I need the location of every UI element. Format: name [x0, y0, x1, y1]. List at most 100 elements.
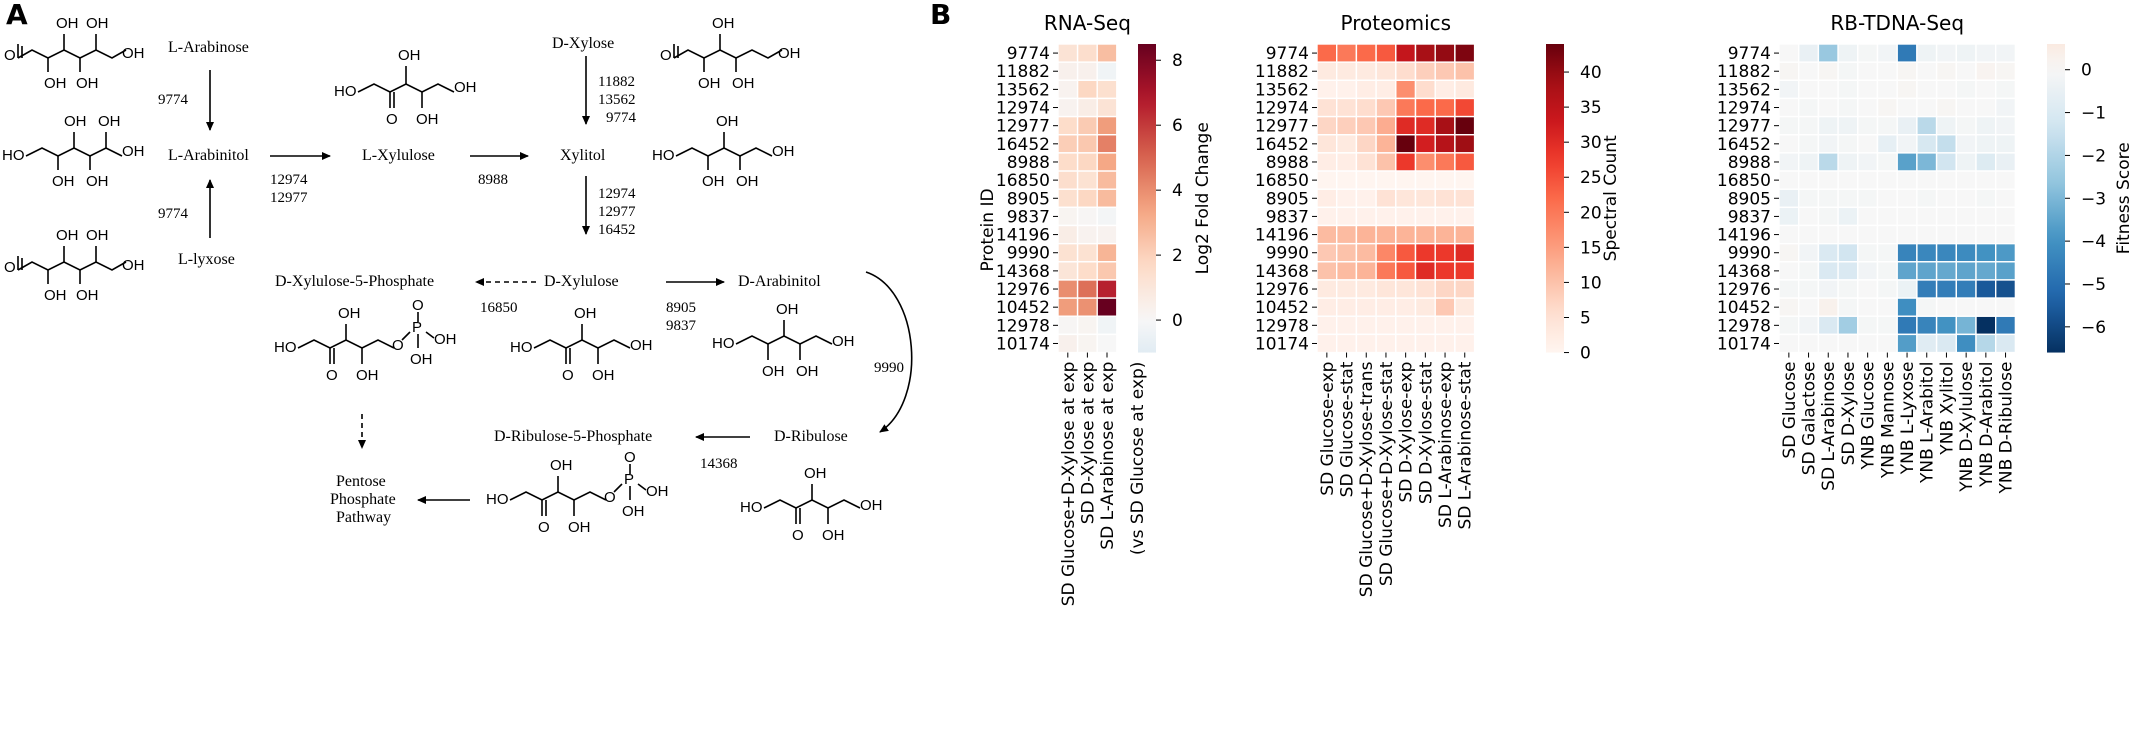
svg-text:OH: OH: [574, 305, 597, 322]
heatmap-cell-rbtdnaseq-9774-c4: [1857, 43, 1879, 63]
panel-b-label: B: [930, 0, 951, 31]
heatmap-cell-rbtdnaseq-8988-c1: [1797, 152, 1820, 172]
svg-text:OH: OH: [64, 113, 87, 130]
heatmap-cell-rbtdnaseq-8905-c1: [1797, 188, 1820, 209]
heatmap-cell-rbtdnaseq-12976-c4: [1857, 279, 1879, 299]
heatmap-cell-proteomics-10452-c4: [1395, 297, 1417, 317]
heatmap-cell-rbtdnaseq-16452-c8: [1935, 134, 1957, 154]
heatmap-cell-rbtdnaseq-12978-c0: [1778, 315, 1800, 336]
d-ribulose-5-phosphate-structure: HO O OH OH O P O OH OH: [486, 449, 669, 536]
heatmap-cell-rbtdnaseq-8905-c3: [1837, 188, 1859, 209]
colorbar-tick-label-rnaseq-2: 4: [1172, 181, 1183, 201]
heatmap-cell-proteomics-12974-c1: [1335, 97, 1358, 118]
heatmap-cell-rbtdnaseq-12976-c7: [1916, 279, 1938, 299]
l-arabinitol-structure: HO OH OH OH OH OH: [2, 113, 145, 190]
heatmap-cell-rbtdnaseq-10452-c6: [1896, 297, 1918, 317]
heatmap-cell-proteomics-14368-c5: [1414, 261, 1436, 281]
heatmap-cell-proteomics-10174-c5: [1414, 333, 1436, 354]
heatmap-cell-proteomics-9837-c3: [1375, 206, 1397, 227]
heatmap-cell-proteomics-12974-c4: [1395, 97, 1417, 118]
heatmap-cell-proteomics-8988-c5: [1414, 152, 1436, 172]
l-arabinose-structure: O OH OH OH OH OH: [4, 15, 145, 92]
heatmap-cell-rbtdnaseq-11882-c1: [1797, 61, 1820, 82]
svg-text:OH: OH: [698, 75, 721, 92]
col-label-proteomics-0: SD Glucose-exp: [1318, 362, 1338, 496]
heatmap-cell-proteomics-9774-c6: [1434, 43, 1456, 63]
svg-text:OH: OH: [56, 15, 79, 32]
heatmap-cell-rbtdnaseq-14368-c0: [1778, 261, 1800, 281]
heatmap-cell-rbtdnaseq-12974-c3: [1837, 97, 1859, 118]
colorbar-tick-label-rnaseq-4: 8: [1172, 51, 1183, 71]
svg-text:OH: OH: [796, 363, 819, 380]
heatmap-cell-rnaseq-12976-c0: [1057, 279, 1079, 299]
row-label-proteomics-10452: 10452: [1255, 298, 1309, 318]
svg-text:O: O: [624, 449, 636, 466]
heatmap-cell-proteomics-9990-c4: [1395, 242, 1417, 263]
heatmap-cell-rnaseq-10452-c2: [1096, 297, 1118, 317]
heatmap-title-rnaseq: RNA-Seq: [1044, 11, 1131, 35]
svg-text:OH: OH: [822, 527, 845, 544]
heatmap-cell-rbtdnaseq-9774-c1: [1797, 43, 1820, 63]
row-label-rnaseq-11882: 11882: [996, 62, 1050, 82]
heatmap-cell-rbtdnaseq-8905-c0: [1778, 188, 1800, 209]
heatmap-cell-rbtdnaseq-12977-c11: [1994, 115, 2017, 136]
heatmap-cell-rbtdnaseq-14196-c11: [1994, 224, 2017, 245]
heatmap-cell-rbtdnaseq-9837-c2: [1817, 206, 1839, 227]
row-label-rnaseq-8905: 8905: [1007, 189, 1050, 209]
heatmap-cell-rbtdnaseq-11882-c2: [1817, 61, 1839, 82]
heatmap-cell-rnaseq-12977-c2: [1096, 115, 1118, 136]
heatmap-cell-rbtdnaseq-16850-c11: [1994, 170, 2017, 190]
heatmap-cell-proteomics-12976-c5: [1414, 279, 1436, 299]
heatmap-cell-rbtdnaseq-9990-c3: [1837, 242, 1859, 263]
colorbar-tick-label-proteomics-4: 20: [1580, 203, 1602, 223]
heatmap-cell-rnaseq-14368-c0: [1057, 261, 1079, 281]
label-d-xylulose-5-phosphate: D-Xylulose-5-Phosphate: [275, 273, 434, 290]
svg-text:OH: OH: [568, 519, 591, 536]
heatmap-cell-rbtdnaseq-14368-c8: [1935, 261, 1957, 281]
heatmap-cell-rbtdnaseq-16452-c11: [1994, 134, 2017, 154]
svg-text:HO: HO: [334, 83, 357, 100]
heatmap-cell-rbtdnaseq-8988-c10: [1975, 152, 1997, 172]
heatmap-cell-rbtdnaseq-12976-c2: [1817, 279, 1839, 299]
svg-text:OH: OH: [646, 483, 669, 500]
heatmap-cell-proteomics-13562-c4: [1395, 79, 1417, 100]
label-ppp-line3: Pathway: [336, 509, 391, 526]
svg-text:OH: OH: [86, 173, 109, 190]
heatmap-cell-proteomics-9774-c3: [1375, 43, 1397, 63]
heatmap-cell-rbtdnaseq-12974-c5: [1876, 97, 1898, 118]
heatmap-cell-proteomics-12976-c2: [1355, 279, 1377, 299]
heatmap-cell-proteomics-16850-c1: [1335, 170, 1358, 190]
heatmap-rnaseq: RNA-Seq977411882135621297412977164528988…: [996, 11, 1213, 606]
heatmap-cell-rnaseq-10174-c2: [1096, 333, 1118, 354]
heatmap-cell-rbtdnaseq-12974-c10: [1975, 97, 1997, 118]
col-label-rbtdnaseq-9: YNB D-Xylulose: [1957, 362, 1977, 493]
colorbar-rnaseq: [1138, 44, 1156, 353]
heatmap-cell-proteomics-14196-c2: [1355, 224, 1377, 245]
row-label-rnaseq-12978: 12978: [996, 316, 1050, 336]
svg-text:P: P: [412, 319, 422, 336]
svg-text:HO: HO: [510, 339, 533, 356]
heatmap-cell-rbtdnaseq-11882-c6: [1896, 61, 1918, 82]
heatmap-cell-rbtdnaseq-9990-c10: [1975, 242, 1997, 263]
heatmap-cell-proteomics-11882-c5: [1414, 61, 1436, 82]
heatmap-cell-rbtdnaseq-9990-c7: [1916, 242, 1938, 263]
enzyme-12977: 12977: [270, 190, 308, 206]
label-d-ribulose: D-Ribulose: [774, 428, 848, 445]
svg-text:OH: OH: [98, 113, 121, 130]
svg-text:OH: OH: [86, 227, 109, 244]
heatmap-cell-rbtdnaseq-9837-c5: [1876, 206, 1898, 227]
heatmap-cell-rbtdnaseq-11882-c5: [1876, 61, 1898, 82]
row-label-rnaseq-12974: 12974: [996, 99, 1050, 119]
heatmap-cell-proteomics-12974-c7: [1454, 97, 1476, 118]
heatmap-cell-rbtdnaseq-8988-c4: [1857, 152, 1879, 172]
heatmap-cell-rbtdnaseq-13562-c6: [1896, 79, 1918, 100]
heatmap-cell-rbtdnaseq-14368-c2: [1817, 261, 1839, 281]
panel-a-label: A: [6, 0, 28, 31]
label-ppp-line2: Phosphate: [330, 491, 396, 508]
heatmap-cell-rbtdnaseq-14196-c9: [1955, 224, 1977, 245]
heatmap-cell-proteomics-11882-c2: [1355, 61, 1377, 82]
heatmap-cell-rbtdnaseq-8988-c8: [1935, 152, 1957, 172]
heatmap-cell-proteomics-13562-c3: [1375, 79, 1397, 100]
heatmap-cell-rbtdnaseq-9774-c7: [1916, 43, 1938, 63]
row-label-proteomics-9837: 9837: [1266, 207, 1309, 227]
